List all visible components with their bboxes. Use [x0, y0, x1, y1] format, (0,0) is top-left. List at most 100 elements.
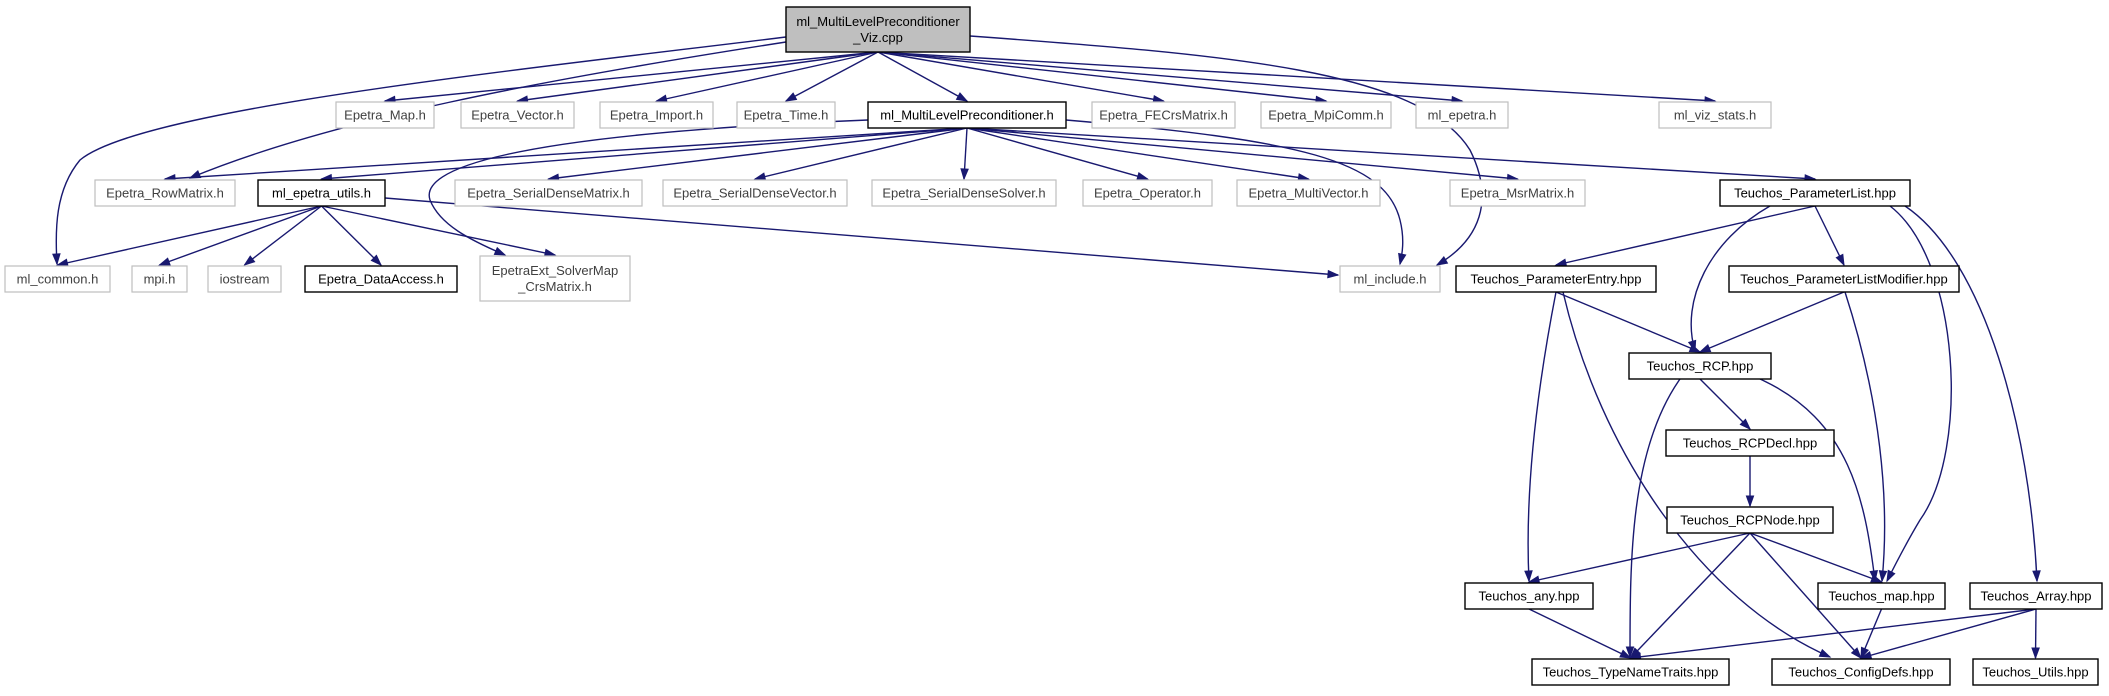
node-label: iostream — [220, 272, 270, 287]
node-epetra-time: Epetra_Time.h — [736, 101, 836, 129]
edge-teuchos_any-to-teuchos_tnt — [1528, 608, 1632, 659]
node-label: Teuchos_ParameterEntry.hpp — [1470, 272, 1641, 287]
node-label: mpi.h — [144, 272, 176, 287]
edge-root-to-epetra_time — [784, 51, 879, 102]
edge-root-to-ml_mlp — [877, 51, 969, 102]
node-epetra-import: Epetra_Import.h — [599, 101, 714, 129]
node-ml-epetra-utils[interactable]: ml_epetra_utils.h — [257, 179, 386, 207]
edge-ml_mlp-to-epetraext_solvermap — [428, 119, 869, 256]
node-epetra-map: Epetra_Map.h — [335, 101, 435, 129]
node-label: Epetra_Operator.h — [1094, 186, 1201, 201]
edge-root-to-ml_epetra — [877, 51, 1464, 105]
edge-teuchos_pl-to-teuchos_map — [1886, 205, 1952, 583]
node-teuchos-rcpnode[interactable]: Teuchos_RCPNode.hpp — [1666, 506, 1834, 534]
node-label: Teuchos_ParameterListModifier.hpp — [1740, 272, 1947, 287]
node-label: Epetra_Time.h — [744, 108, 829, 123]
node-teuchos-pl[interactable]: Teuchos_ParameterList.hpp — [1719, 179, 1911, 207]
node-epetra-sds: Epetra_SerialDenseSolver.h — [871, 179, 1057, 207]
edge-teuchos_rcpnode-to-teuchos_tnt — [1629, 532, 1751, 660]
node-ml-common: ml_common.h — [4, 265, 111, 293]
node-label: Teuchos_TypeNameTraits.hpp — [1543, 665, 1719, 680]
node-mpi: mpi.h — [131, 265, 188, 293]
edge-teuchos_rcpdecl-to-teuchos_rcpnode — [1745, 456, 1755, 508]
node-teuchos-utils[interactable]: Teuchos_Utils.hpp — [1972, 658, 2099, 686]
edge-teuchos_pe-to-teuchos_rcp — [1555, 291, 1702, 353]
node-teuchos-configdefs[interactable]: Teuchos_ConfigDefs.hpp — [1771, 658, 1951, 686]
node-label: Epetra_RowMatrix.h — [106, 186, 224, 201]
edge-ml_mlp-to-epetra_sdm — [547, 127, 968, 183]
node-label: Teuchos_RCP.hpp — [1647, 359, 1754, 374]
node-ml-mlp[interactable]: ml_MultiLevelPreconditioner.h — [867, 101, 1067, 129]
edge-teuchos_pe-to-teuchos_any — [1524, 291, 1557, 583]
node-epetra-mpicomm: Epetra_MpiComm.h — [1260, 101, 1392, 129]
node-epetra-dataaccess[interactable]: Epetra_DataAccess.h — [304, 265, 458, 293]
node-teuchos-any[interactable]: Teuchos_any.hpp — [1464, 582, 1594, 610]
edge-root-to-ml_viz_stats — [877, 51, 1717, 105]
edge-teuchos_pl-to-teuchos_plm — [1814, 205, 1845, 267]
node-label: Teuchos_RCPNode.hpp — [1680, 513, 1819, 528]
edge-root-to-epetra_fecrs — [877, 51, 1165, 104]
node-label: Teuchos_any.hpp — [1479, 589, 1580, 604]
node-label: Teuchos_Utils.hpp — [1982, 665, 2088, 680]
node-label: Epetra_DataAccess.h — [318, 272, 444, 287]
node-label: ml_MultiLevelPreconditioner — [796, 14, 960, 29]
edge-ml_mlp-to-epetra_msr — [966, 127, 1519, 183]
node-label: Epetra_SerialDenseSolver.h — [882, 186, 1045, 201]
edge-ml_mlp-to-teuchos_pl — [966, 127, 1817, 183]
node-epetra-sdv: Epetra_SerialDenseVector.h — [662, 179, 848, 207]
edge-teuchos_rcpnode-to-teuchos_configdefs — [1749, 532, 1862, 660]
node-label: Teuchos_ConfigDefs.hpp — [1788, 665, 1933, 680]
node-root[interactable]: ml_MultiLevelPreconditioner_Viz.cpp — [785, 6, 971, 53]
node-epetra-sdm: Epetra_SerialDenseMatrix.h — [454, 179, 643, 207]
node-ml-include: ml_include.h — [1339, 265, 1441, 293]
node-label: ml_MultiLevelPreconditioner.h — [880, 108, 1053, 123]
edge-teuchos_rcp-to-teuchos_map — [1759, 378, 1878, 583]
node-epetra-fecrs: Epetra_FECrsMatrix.h — [1091, 101, 1236, 129]
edge-teuchos_array-to-teuchos_configdefs — [1859, 608, 2037, 660]
node-label: Epetra_Map.h — [344, 108, 426, 123]
node-epetra-operator: Epetra_Operator.h — [1082, 179, 1213, 207]
node-teuchos-array[interactable]: Teuchos_Array.hpp — [1969, 582, 2103, 610]
node-label: Teuchos_map.hpp — [1828, 589, 1934, 604]
node-label: _Viz.cpp — [852, 30, 903, 45]
edge-teuchos_rcp-to-teuchos_rcpdecl — [1699, 378, 1752, 431]
node-label: ml_common.h — [17, 272, 99, 287]
node-label: Epetra_MpiComm.h — [1268, 108, 1384, 123]
edge-teuchos_array-to-teuchos_tnt — [1629, 608, 2037, 662]
node-label: Epetra_Vector.h — [471, 108, 564, 123]
node-teuchos-rcpdecl[interactable]: Teuchos_RCPDecl.hpp — [1665, 429, 1835, 457]
node-label: Epetra_FECrsMatrix.h — [1099, 108, 1228, 123]
node-label: Epetra_SerialDenseVector.h — [673, 186, 836, 201]
node-epetra-vector: Epetra_Vector.h — [460, 101, 575, 129]
edge-ml_epetra_utils-to-iostream — [243, 205, 322, 266]
edge-teuchos_rcpnode-to-teuchos_any — [1527, 532, 1751, 584]
node-label: ml_include.h — [1354, 272, 1427, 287]
edge-ml_epetra_utils-to-mpi — [158, 205, 322, 266]
edge-ml_mlp-to-epetra_operator — [966, 127, 1149, 181]
node-label: Teuchos_RCPDecl.hpp — [1683, 436, 1817, 451]
node-iostream: iostream — [207, 265, 282, 293]
edge-ml_mlp-to-ml_epetra_utils — [320, 127, 968, 183]
node-label: Teuchos_Array.hpp — [1980, 589, 2091, 604]
edge-teuchos_rcpnode-to-teuchos_map — [1749, 532, 1883, 583]
node-epetra-msr: Epetra_MsrMatrix.h — [1449, 179, 1586, 207]
edges — [52, 35, 2041, 662]
node-teuchos-map[interactable]: Teuchos_map.hpp — [1817, 582, 1946, 610]
node-teuchos-tnt[interactable]: Teuchos_TypeNameTraits.hpp — [1531, 658, 1730, 686]
node-teuchos-rcp[interactable]: Teuchos_RCP.hpp — [1628, 352, 1772, 380]
node-label: Epetra_MultiVector.h — [1249, 186, 1369, 201]
node-epetra-rowmatrix: Epetra_RowMatrix.h — [94, 179, 236, 207]
edge-teuchos_pe-to-teuchos_configdefs — [1562, 291, 1832, 658]
node-ml-epetra: ml_epetra.h — [1415, 101, 1509, 129]
node-label: ml_epetra.h — [1428, 108, 1497, 123]
node-teuchos-plm[interactable]: Teuchos_ParameterListModifier.hpp — [1728, 265, 1960, 293]
edge-ml_epetra_utils-to-epetra_dataaccess — [321, 205, 383, 267]
edge-teuchos_rcp-to-teuchos_tnt — [1625, 378, 1681, 659]
node-teuchos-pe[interactable]: Teuchos_ParameterEntry.hpp — [1455, 265, 1657, 293]
edge-root-to-ml_common — [52, 36, 787, 266]
node-label: _CrsMatrix.h — [517, 279, 592, 294]
edge-teuchos_plm-to-teuchos_rcp — [1698, 291, 1845, 353]
node-label: Teuchos_ParameterList.hpp — [1734, 186, 1896, 201]
edge-teuchos_map-to-teuchos_configdefs — [1860, 608, 1883, 660]
